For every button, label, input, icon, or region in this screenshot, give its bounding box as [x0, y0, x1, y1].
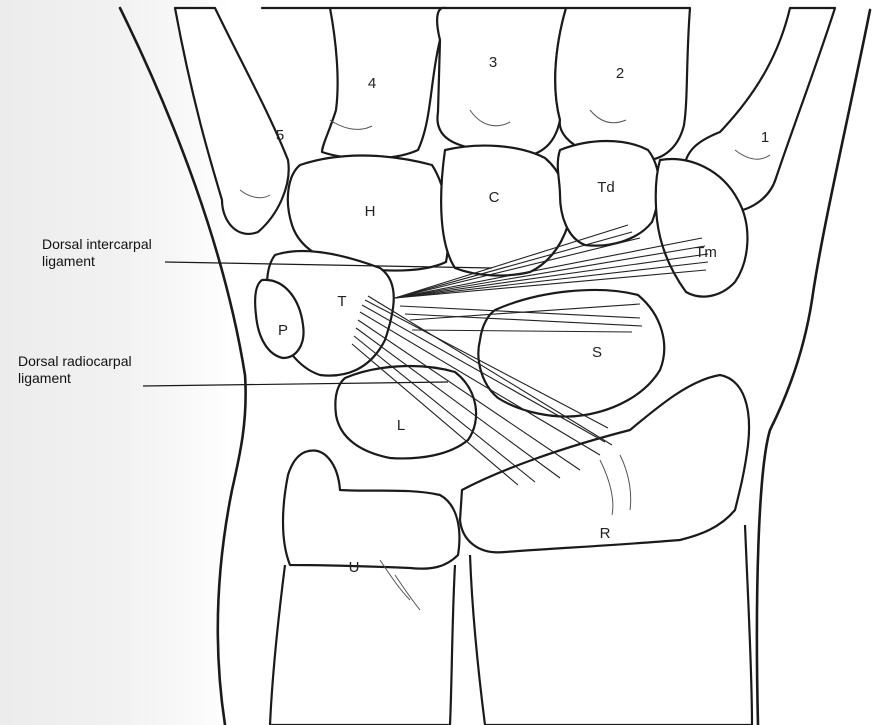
label-capitate: C	[489, 189, 500, 206]
label-radius: R	[600, 525, 611, 542]
metacarpal-3	[437, 8, 566, 158]
label-trapezoid: Td	[597, 179, 615, 196]
label-pisiform: P	[278, 322, 288, 339]
label-metacarpal-3: 3	[489, 54, 497, 71]
metacarpal-4	[262, 8, 446, 159]
label-trapezium: Tm	[695, 244, 717, 261]
metacarpal-2	[555, 8, 690, 160]
lunate-bone	[335, 366, 476, 458]
label-metacarpal-5: 5	[276, 127, 284, 144]
capitate-bone	[441, 146, 568, 276]
label-metacarpal-1: 1	[761, 129, 769, 146]
radiocarpal-callout-line1: Dorsal radiocarpal	[18, 353, 132, 370]
label-hamate: H	[365, 203, 376, 220]
label-metacarpal-2: 2	[616, 65, 624, 82]
intercarpal-ligament-callout: Dorsal intercarpal ligament	[42, 236, 152, 270]
radiocarpal-callout-line2: ligament	[18, 370, 132, 387]
label-triquetrum: T	[337, 293, 346, 310]
metacarpal-5	[175, 8, 289, 234]
label-lunate: L	[397, 417, 405, 434]
label-metacarpal-4: 4	[368, 75, 376, 92]
intercarpal-callout-line2: ligament	[42, 253, 152, 270]
ulna-bone	[270, 451, 459, 725]
radiocarpal-ligament-callout: Dorsal radiocarpal ligament	[18, 353, 132, 387]
intercarpal-callout-line1: Dorsal intercarpal	[42, 236, 152, 253]
label-scaphoid: S	[592, 344, 602, 361]
label-ulna: U	[349, 559, 360, 576]
